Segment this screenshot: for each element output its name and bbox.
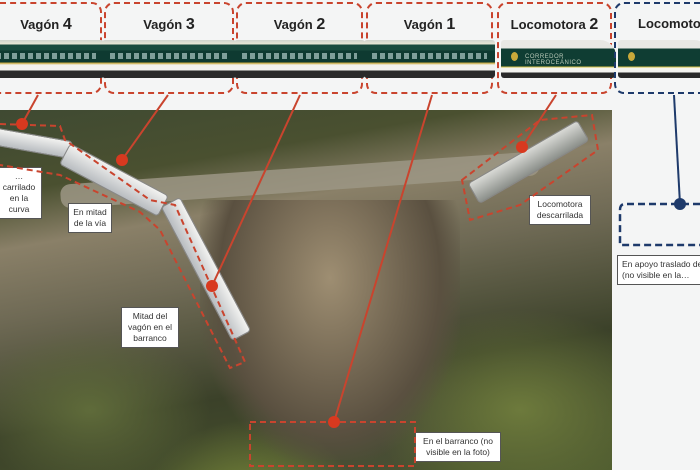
car-box-vagon-1: Vagón 1 xyxy=(364,2,495,94)
car-number: 1 xyxy=(446,16,456,33)
car-number: 2 xyxy=(589,16,599,33)
car-name: Vagón xyxy=(273,17,313,32)
wagon-image xyxy=(0,40,104,78)
car-number: 3 xyxy=(185,16,195,33)
locomotive-image: CORREDOR INTEROCEÁNICO xyxy=(501,40,616,78)
wagon-image xyxy=(234,40,365,78)
label-in-ravine: En el barranco (no visible en la foto) xyxy=(415,432,501,462)
car-number: 2 xyxy=(316,16,326,33)
wagon-image xyxy=(102,40,236,78)
car-name: Locomotora xyxy=(510,17,586,32)
label-mid-track: En mitad de la vía xyxy=(68,203,112,233)
wagon-4-photo xyxy=(0,127,73,159)
label-locomotive-derailed: Locomotora descarrilada xyxy=(529,195,591,225)
support-outline xyxy=(618,202,700,247)
car-number: 4 xyxy=(62,16,72,33)
marker-dot xyxy=(674,198,686,210)
locomotive-image xyxy=(618,40,700,78)
label-derailed-curve: …carrilado en la curva xyxy=(0,167,42,219)
car-name: Locomotora xyxy=(638,16,700,31)
car-box-vagon-4: Vagón 4 xyxy=(0,2,104,94)
car-box-locomotora: Locomotora xyxy=(614,2,700,94)
label-mid-ravine: Mitad del vagón en el barranco xyxy=(121,307,179,348)
car-name: Vagón xyxy=(20,17,60,32)
car-box-vagon-2: Vagón 2 xyxy=(234,2,365,94)
aerial-photo xyxy=(0,110,612,470)
car-name: Vagón xyxy=(143,17,183,32)
car-name: Vagón xyxy=(403,17,443,32)
label-support: En apoyo traslado de… (no visible en la… xyxy=(617,255,700,285)
wagon-image xyxy=(364,40,495,78)
livery-text: CORREDOR INTEROCEÁNICO xyxy=(525,54,582,66)
car-box-vagon-3: Vagón 3 xyxy=(102,2,236,94)
car-box-locomotora-2: Locomotora 2 CORREDOR INTEROCEÁNICO xyxy=(497,2,616,94)
